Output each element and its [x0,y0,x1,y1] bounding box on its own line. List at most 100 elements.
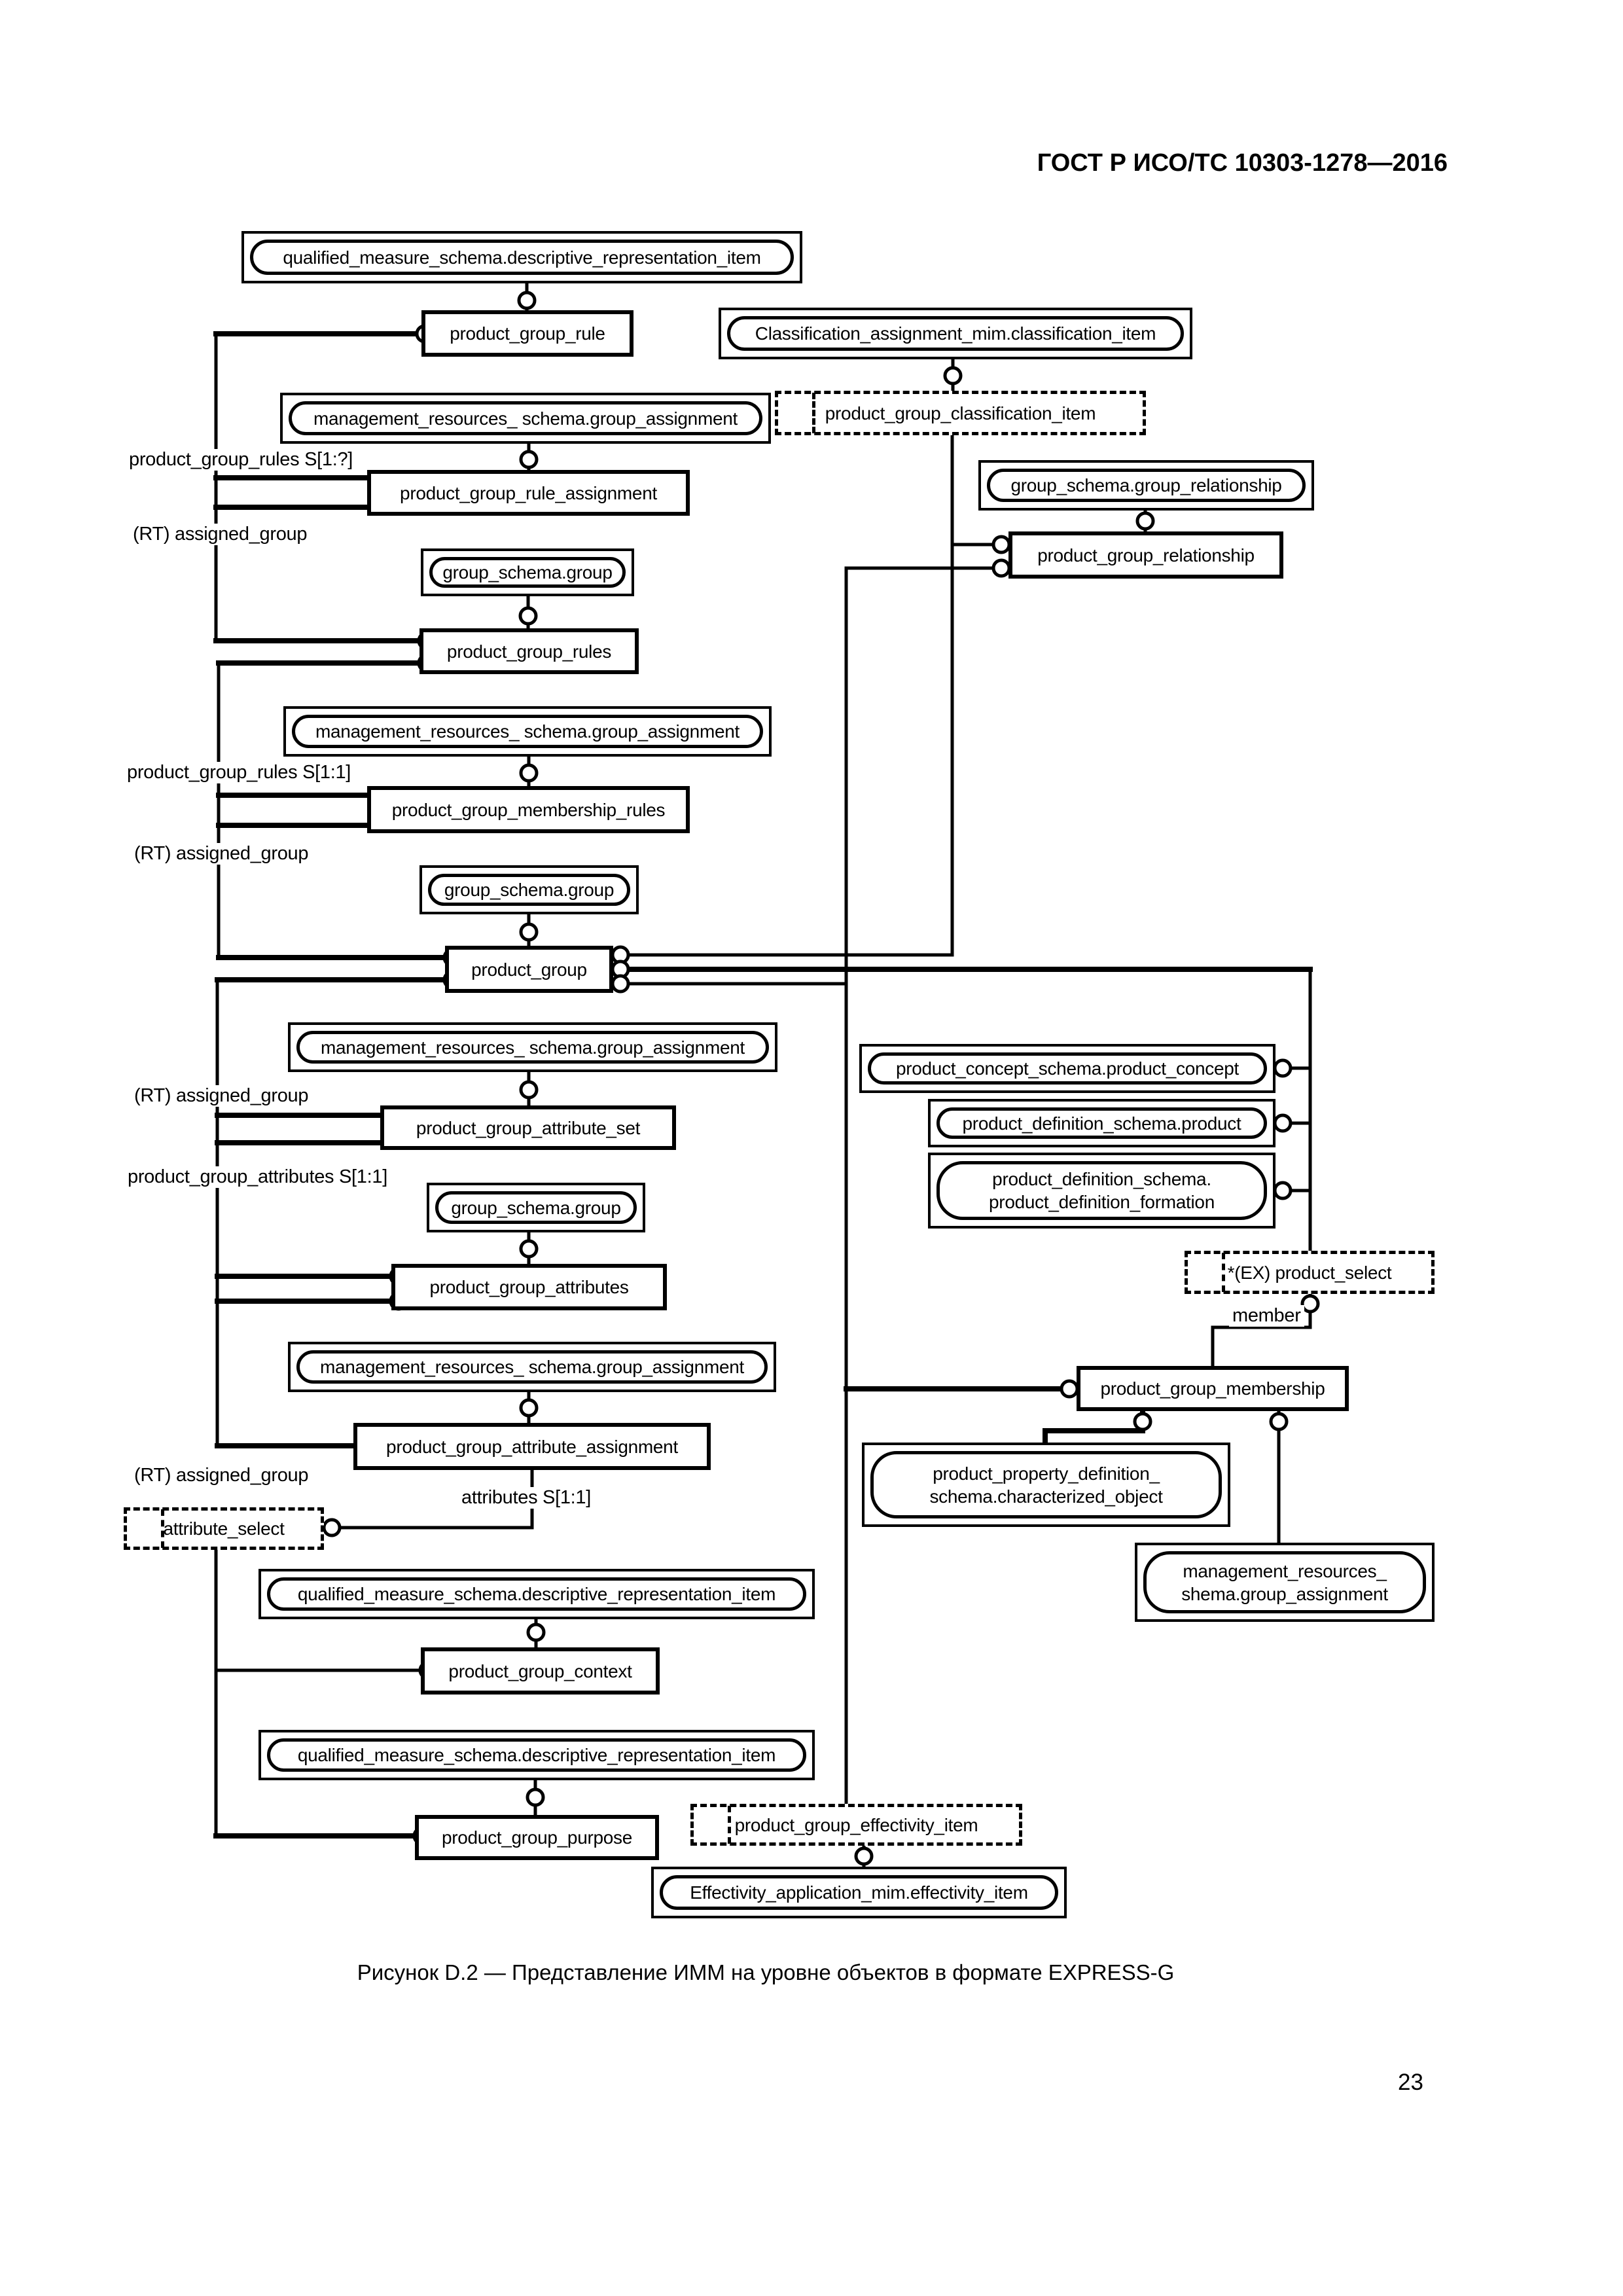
ref-group-schema-group-relationship: group_schema.group_relationship [978,460,1314,511]
node-label: product_group_membership [1100,1378,1325,1399]
node-label: product_group_rule [450,323,605,344]
node-label: Effectivity_application_mim.effectivity_… [690,1882,1028,1903]
node-label: product_group_classification_item [825,403,1096,423]
select-product-group-classification-item: product_group_classification_item [775,391,1146,435]
rounded-reference-shape: group_schema.group_relationship [987,469,1306,502]
ref-qualified-measure-3: qualified_measure_schema.descriptive_rep… [259,1730,815,1780]
node-label: qualified_measure_schema.descriptive_rep… [297,1584,776,1604]
select-attribute-select: attribute_select [124,1507,324,1550]
node-label: *(EX) product_select [1227,1262,1392,1283]
ref-management-resources-3: management_resources_ schema.group_assig… [288,1022,777,1072]
select-divider-line [728,1806,731,1844]
select-divider-line [812,393,815,433]
label-member: member [1229,1305,1304,1327]
ref-characterized-object: product_property_definition_schema.chara… [862,1443,1230,1527]
node-label: shema.group_assignment [1181,1583,1388,1604]
node-label: product_definition_schema.product [962,1113,1241,1134]
node-label: product_concept_schema.product_concept [895,1058,1240,1079]
entity-product-group-attributes: product_group_attributes [391,1264,667,1310]
ref-group-schema-group-3: group_schema.group [427,1183,645,1232]
label-rt-assigned-group-2: (RT) assigned_group [131,843,312,865]
ref-management-resources-4: management_resources_ schema.group_assig… [288,1342,776,1392]
node-label: group_schema.group [444,880,615,900]
rounded-reference-shape: group_schema.group [429,557,626,588]
rounded-reference-shape: Effectivity_application_mim.effectivity_… [660,1875,1058,1910]
thick-connector-lines [213,331,1313,1839]
ref-group-schema-group-2: group_schema.group [419,865,639,914]
entity-product-group-relationship: product_group_relationship [1008,531,1283,579]
node-label: product_group_rule_assignment [400,482,657,503]
entity-product-group-context: product_group_context [421,1647,660,1695]
ref-product-definition-schema-product: product_definition_schema.product [928,1099,1275,1147]
node-label: group_schema.group [451,1197,621,1218]
entity-product-group: product_group [445,946,613,993]
rounded-reference-shape: product_definition_schema.product [936,1107,1267,1139]
node-label: group_schema.group_relationship [1010,475,1282,495]
node-label: product_definition_formation [989,1192,1215,1212]
rounded-reference-shape: group_schema.group [435,1191,637,1224]
node-label: product_group_attribute_assignment [386,1436,678,1457]
select-product-select: *(EX) product_select [1185,1251,1435,1294]
label-product-group-attributes-s11: product_group_attributes S[1:1] [124,1166,391,1188]
node-label: Classification_assignment_mim.classifica… [755,323,1156,344]
node-label: product_group_attributes [429,1277,629,1297]
node-label: product_group_attribute_set [416,1117,641,1138]
label-attributes-s11: attributes S[1:1] [458,1487,595,1509]
ref-product-concept-schema: product_concept_schema.product_concept [859,1044,1275,1093]
figure-caption: Рисунок D.2 — Представление ИММ на уровн… [357,1960,1175,1984]
entity-product-group-attribute-set: product_group_attribute_set [380,1105,676,1150]
rounded-reference-shape: qualified_measure_schema.descriptive_rep… [267,1577,806,1611]
node-label: product_group_relationship [1037,545,1255,565]
entity-product-group-membership: product_group_membership [1077,1366,1349,1411]
select-divider-line [1222,1253,1225,1292]
node-label: product_group_purpose [441,1827,633,1848]
ref-product-definition-formation: product_definition_schema. product_defini… [928,1153,1275,1229]
ref-management-resources-2: management_resources_ schema.group_assig… [283,706,772,757]
ref-qualified-measure-2: qualified_measure_schema.descriptive_rep… [259,1569,815,1619]
entity-product-group-rule-assignment: product_group_rule_assignment [367,470,690,516]
node-label: product_group [471,959,587,980]
rounded-reference-shape: product_definition_schema. product_defini… [936,1161,1267,1220]
node-label: schema.characterized_object [929,1486,1163,1507]
rounded-reference-shape: management_resources_ schema.group_assig… [289,401,762,435]
select-divider-line [161,1509,164,1548]
rounded-reference-shape: management_resources_shema.group_assignm… [1143,1551,1426,1613]
label-rt-assigned-group-4: (RT) assigned_group [131,1465,312,1486]
node-label: product_property_definition_ [933,1463,1160,1484]
node-label: management_resources_ schema.group_assig… [320,1357,744,1377]
entity-product-group-rule: product_group_rule [421,310,633,357]
page-number: 23 [1398,2070,1423,2095]
ref-effectivity-application-mim: Effectivity_application_mim.effectivity_… [651,1867,1067,1918]
standard-header: ГОСТ Р ИСО/ТС 10303-1278—2016 [1037,149,1448,177]
rounded-reference-shape: management_resources_ schema.group_assig… [296,1031,769,1064]
ref-management-resources-1: management_resources_ schema.group_assig… [280,393,771,444]
rounded-reference-shape: Classification_assignment_mim.classifica… [727,316,1184,351]
rounded-reference-shape: group_schema.group [428,874,630,906]
entity-product-group-purpose: product_group_purpose [415,1815,659,1860]
rounded-reference-shape: qualified_measure_schema.descriptive_rep… [250,240,794,275]
node-label: qualified_measure_schema.descriptive_rep… [297,1745,776,1765]
ref-group-schema-group-1: group_schema.group [421,548,634,596]
node-label: group_schema.group [442,562,613,583]
label-rt-assigned-group-3: (RT) assigned_group [131,1085,312,1107]
node-label: management_resources_ schema.group_assig… [321,1037,745,1058]
node-label: management_resources_ schema.group_assig… [313,408,738,429]
node-label: attribute_select [163,1518,285,1539]
rounded-reference-shape: qualified_measure_schema.descriptive_rep… [267,1738,806,1772]
node-label: qualified_measure_schema.descriptive_rep… [283,247,761,268]
node-label: product_definition_schema. [992,1169,1211,1189]
node-label: product_group_membership_rules [391,799,666,820]
rounded-reference-shape: product_concept_schema.product_concept [868,1052,1267,1085]
node-label: product_group_rules [446,641,612,662]
rounded-reference-shape: management_resources_ schema.group_assig… [296,1350,768,1384]
node-label: management_resources_ schema.group_assig… [315,721,740,742]
label-product-group-rules-s1q: product_group_rules S[1:?] [126,449,357,471]
node-label: product_group_context [448,1660,632,1681]
node-label: product_group_effectivity_item [734,1814,978,1835]
ref-management-resources-5: management_resources_shema.group_assignm… [1135,1543,1435,1622]
label-rt-assigned-group-1: (RT) assigned_group [130,524,311,545]
entity-product-group-rules: product_group_rules [419,628,639,674]
rounded-reference-shape: product_property_definition_schema.chara… [870,1451,1222,1518]
node-label: management_resources_ [1183,1560,1387,1581]
